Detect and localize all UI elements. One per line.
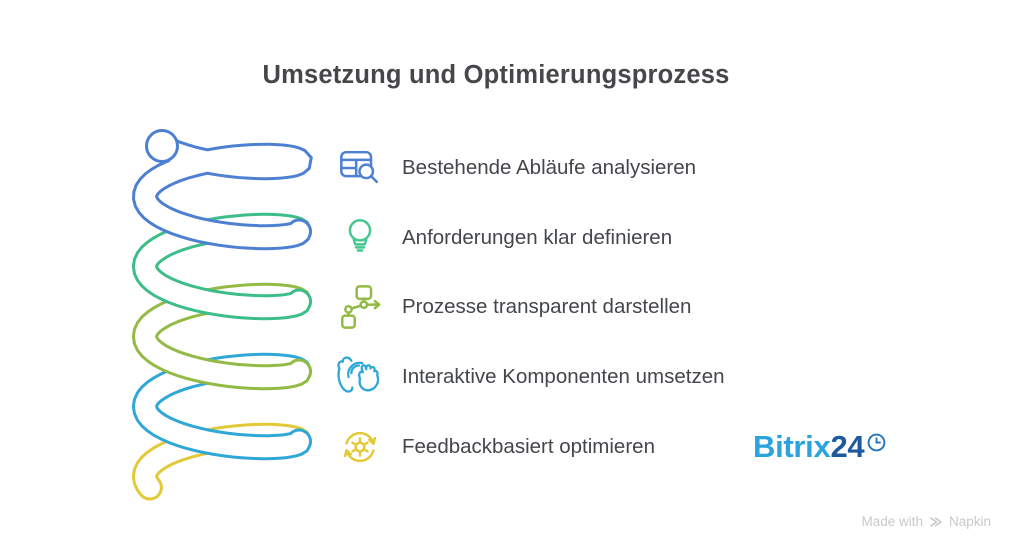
list-item: Bestehende Abläufe analysieren [337, 143, 696, 193]
tap-gesture-icon [337, 354, 383, 400]
clock-icon [867, 433, 886, 452]
list-item-label: Feedbackbasiert optimieren [402, 435, 655, 458]
list-item-label: Bestehende Abläufe analysieren [402, 156, 697, 179]
gear-refresh-icon [337, 424, 383, 470]
bitrix24-logo-text-light: Bitrix [753, 429, 831, 464]
list-item: Prozesse transparent darstellen [337, 282, 691, 332]
list-item-label: Prozesse transparent darstellen [402, 295, 692, 318]
table-search-icon [337, 145, 383, 191]
lightbulb-icon [337, 215, 383, 261]
list-item: Interaktive Komponenten umsetzen [337, 352, 725, 402]
bitrix24-logo-text-dark: 24 [830, 429, 865, 464]
watermark-brand: Napkin [948, 514, 991, 529]
watermark-prefix: Made with [861, 514, 923, 529]
napkin-icon [930, 516, 942, 527]
list-item: Feedbackbasiert optimieren [337, 422, 655, 472]
flowchart-icon [337, 284, 383, 330]
page-title: Umsetzung und Optimierungsprozess [262, 61, 730, 89]
list-item: Anforderungen klar definieren [337, 213, 672, 263]
list-item-label: Interaktive Komponenten umsetzen [402, 365, 725, 388]
made-with-napkin-watermark: Made with Napkin [861, 514, 991, 529]
list-item-label: Anforderungen klar definieren [402, 226, 673, 249]
bitrix24-logo: Bitrix 24 [753, 430, 886, 464]
